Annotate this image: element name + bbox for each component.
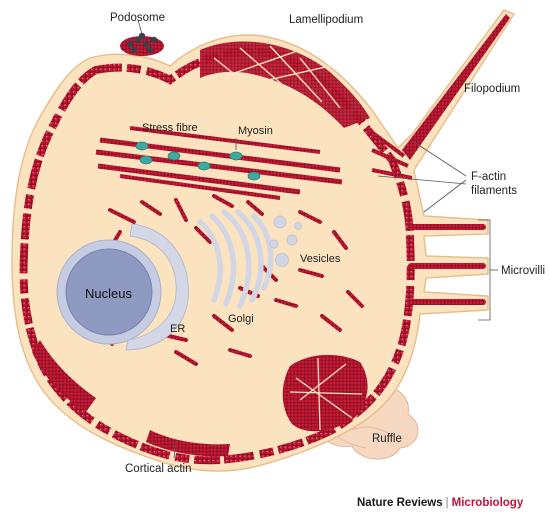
label-filopodium: Filopodium — [464, 83, 520, 95]
label-f-actin-line2: filaments — [471, 185, 517, 197]
label-podosome: Podosome — [110, 12, 165, 24]
myosin-motors — [135, 141, 261, 181]
endoplasmic-reticulum — [125, 223, 189, 351]
figure-credit: Nature Reviews|Microbiology — [357, 497, 523, 509]
label-nucleus: Nucleus — [85, 286, 132, 301]
label-vesicles: Vesicles — [300, 253, 341, 265]
label-cortical-actin: Cortical actin — [125, 463, 191, 475]
credit-section: Microbiology — [451, 497, 524, 509]
vesicles — [269, 215, 302, 267]
label-lamellipodium: Lamellipodium — [289, 14, 363, 26]
label-ruffle: Ruffle — [372, 433, 402, 445]
credit-journal: Nature Reviews — [357, 497, 443, 509]
cell-body — [11, 9, 516, 472]
scattered-actin-filaments — [94, 194, 364, 366]
credit-separator: | — [445, 497, 449, 509]
podosome — [120, 32, 164, 56]
golgi-apparatus — [197, 209, 274, 309]
cortical-mesh — [32, 340, 96, 412]
leader-lines — [137, 19, 498, 459]
filopodium-root-bundles — [364, 126, 413, 180]
label-er: ER — [170, 323, 185, 335]
label-stress-fibre: Stress fibre — [142, 122, 198, 134]
filopodium-actin — [402, 14, 510, 160]
label-golgi: Golgi — [228, 313, 254, 325]
microvilli-actin — [408, 224, 486, 305]
label-microvilli: Microvilli — [501, 265, 545, 277]
nucleus — [56, 239, 162, 345]
label-myosin: Myosin — [238, 125, 273, 137]
label-f-actin-line1: F-actin — [471, 171, 506, 183]
lamellipodium-actin — [200, 41, 370, 128]
